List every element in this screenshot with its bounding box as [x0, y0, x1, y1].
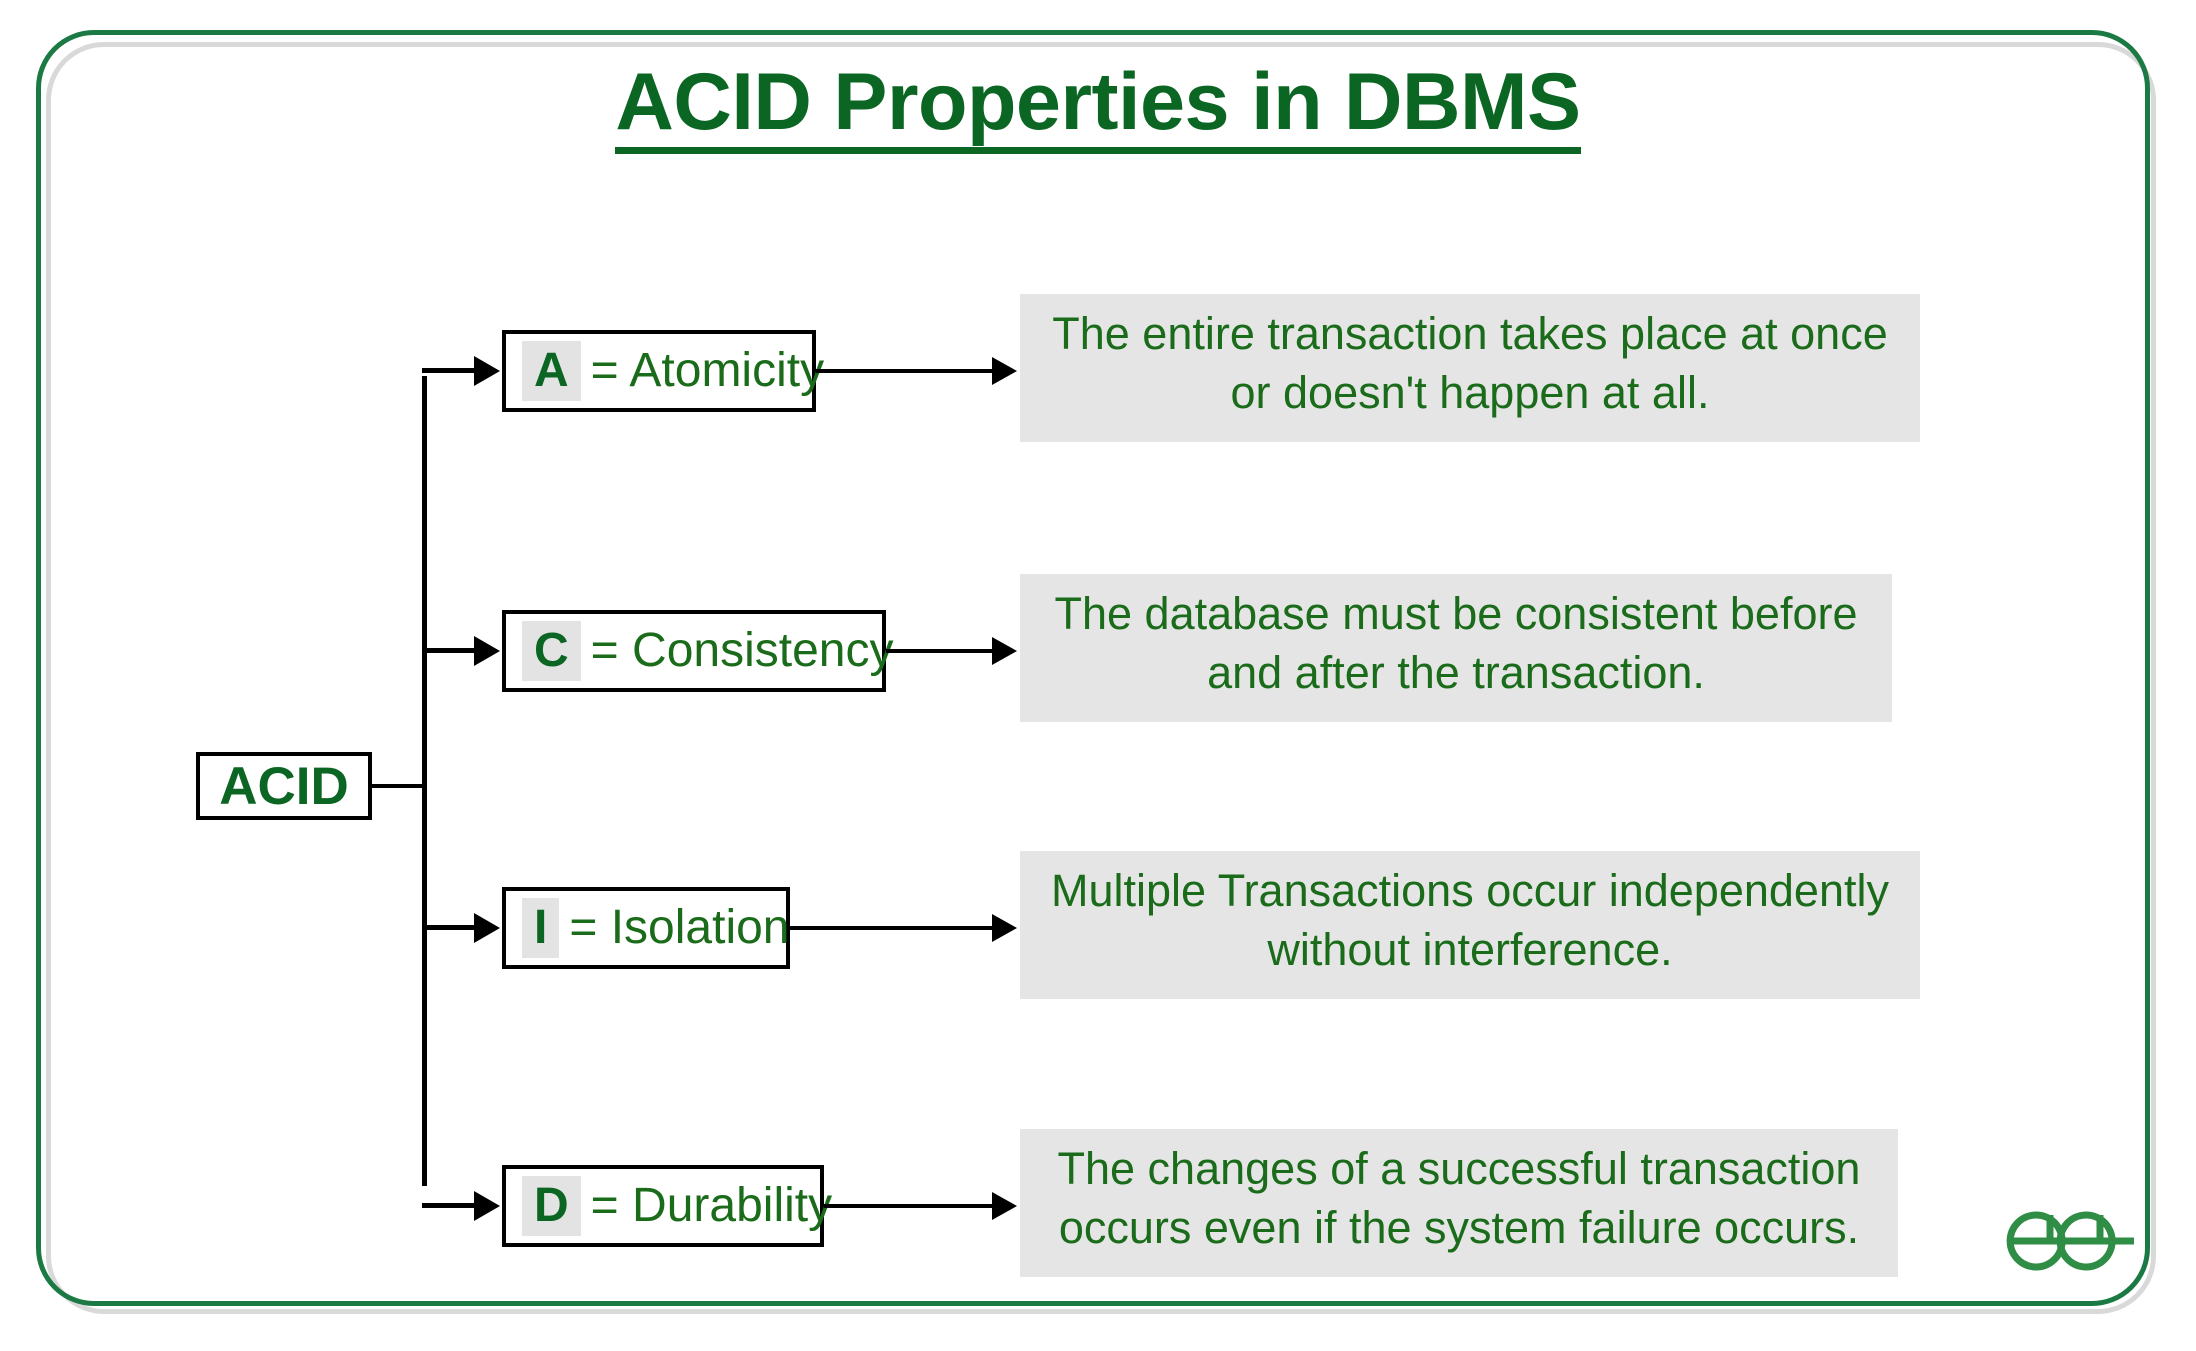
property-letter-c: C	[522, 621, 581, 681]
description-durability-line2: occurs even if the system failure occurs…	[1058, 1202, 1860, 1254]
arrowhead-to-durability	[474, 1191, 500, 1221]
connector-line-consistency-desc	[886, 649, 994, 653]
arrowhead-to-durability-desc	[992, 1192, 1017, 1220]
description-isolation-line2: without interference.	[1267, 924, 1673, 976]
arrowhead-to-isolation-desc	[992, 914, 1017, 942]
connector-line-atomicity-desc	[816, 369, 994, 373]
description-consistency-line2: and after the transaction.	[1207, 647, 1705, 699]
arrowhead-to-consistency	[474, 636, 500, 666]
connector-arm-isolation	[422, 925, 476, 930]
property-name-durability: = Durability	[590, 1179, 833, 1232]
description-consistency-line1: The database must be consistent before	[1054, 588, 1858, 639]
connector-arm-consistency	[422, 648, 476, 653]
connector-line-isolation-desc	[790, 926, 994, 930]
property-name-consistency: = Consistency	[590, 624, 894, 677]
page-title: ACID Properties in DBMS	[0, 56, 2196, 155]
arrowhead-to-isolation	[474, 913, 500, 943]
property-box-consistency: C = Consistency	[502, 610, 893, 692]
description-isolation-line1: Multiple Transactions occur independentl…	[1051, 865, 1889, 916]
description-atomicity-line1: The entire transaction takes place at on…	[1052, 308, 1888, 359]
connector-arm-atomicity	[422, 368, 476, 373]
page-title-text: ACID Properties in DBMS	[615, 60, 1581, 155]
property-letter-i: I	[522, 898, 560, 958]
connector-vertical-trunk	[422, 376, 427, 1186]
property-letter-a: A	[522, 341, 581, 401]
arrowhead-to-atomicity-desc	[992, 357, 1017, 385]
property-box-durability: D = Durability	[502, 1165, 832, 1247]
connector-line-durability-desc	[824, 1204, 994, 1208]
geeksforgeeks-logo-icon	[2006, 1211, 2134, 1271]
connector-arm-durability	[422, 1203, 476, 1208]
property-box-atomicity: A = Atomicity	[502, 330, 824, 412]
description-durability-line1: The changes of a successful transaction	[1057, 1143, 1861, 1194]
property-box-isolation: I = Isolation	[502, 887, 790, 969]
property-name-atomicity: = Atomicity	[590, 344, 825, 397]
root-node-acid: ACID	[196, 752, 372, 820]
description-isolation: Multiple Transactions occur independentl…	[1020, 851, 1920, 999]
property-name-isolation: = Isolation	[569, 901, 790, 954]
connector-root-stub	[372, 784, 426, 788]
property-letter-d: D	[522, 1176, 581, 1236]
description-consistency: The database must be consistent before a…	[1020, 574, 1892, 722]
arrowhead-to-atomicity	[474, 356, 500, 386]
description-durability: The changes of a successful transaction …	[1020, 1129, 1898, 1277]
description-atomicity-line2: or doesn't happen at all.	[1230, 367, 1710, 419]
description-atomicity: The entire transaction takes place at on…	[1020, 294, 1920, 442]
root-node-label: ACID	[219, 756, 349, 816]
arrowhead-to-consistency-desc	[992, 637, 1017, 665]
